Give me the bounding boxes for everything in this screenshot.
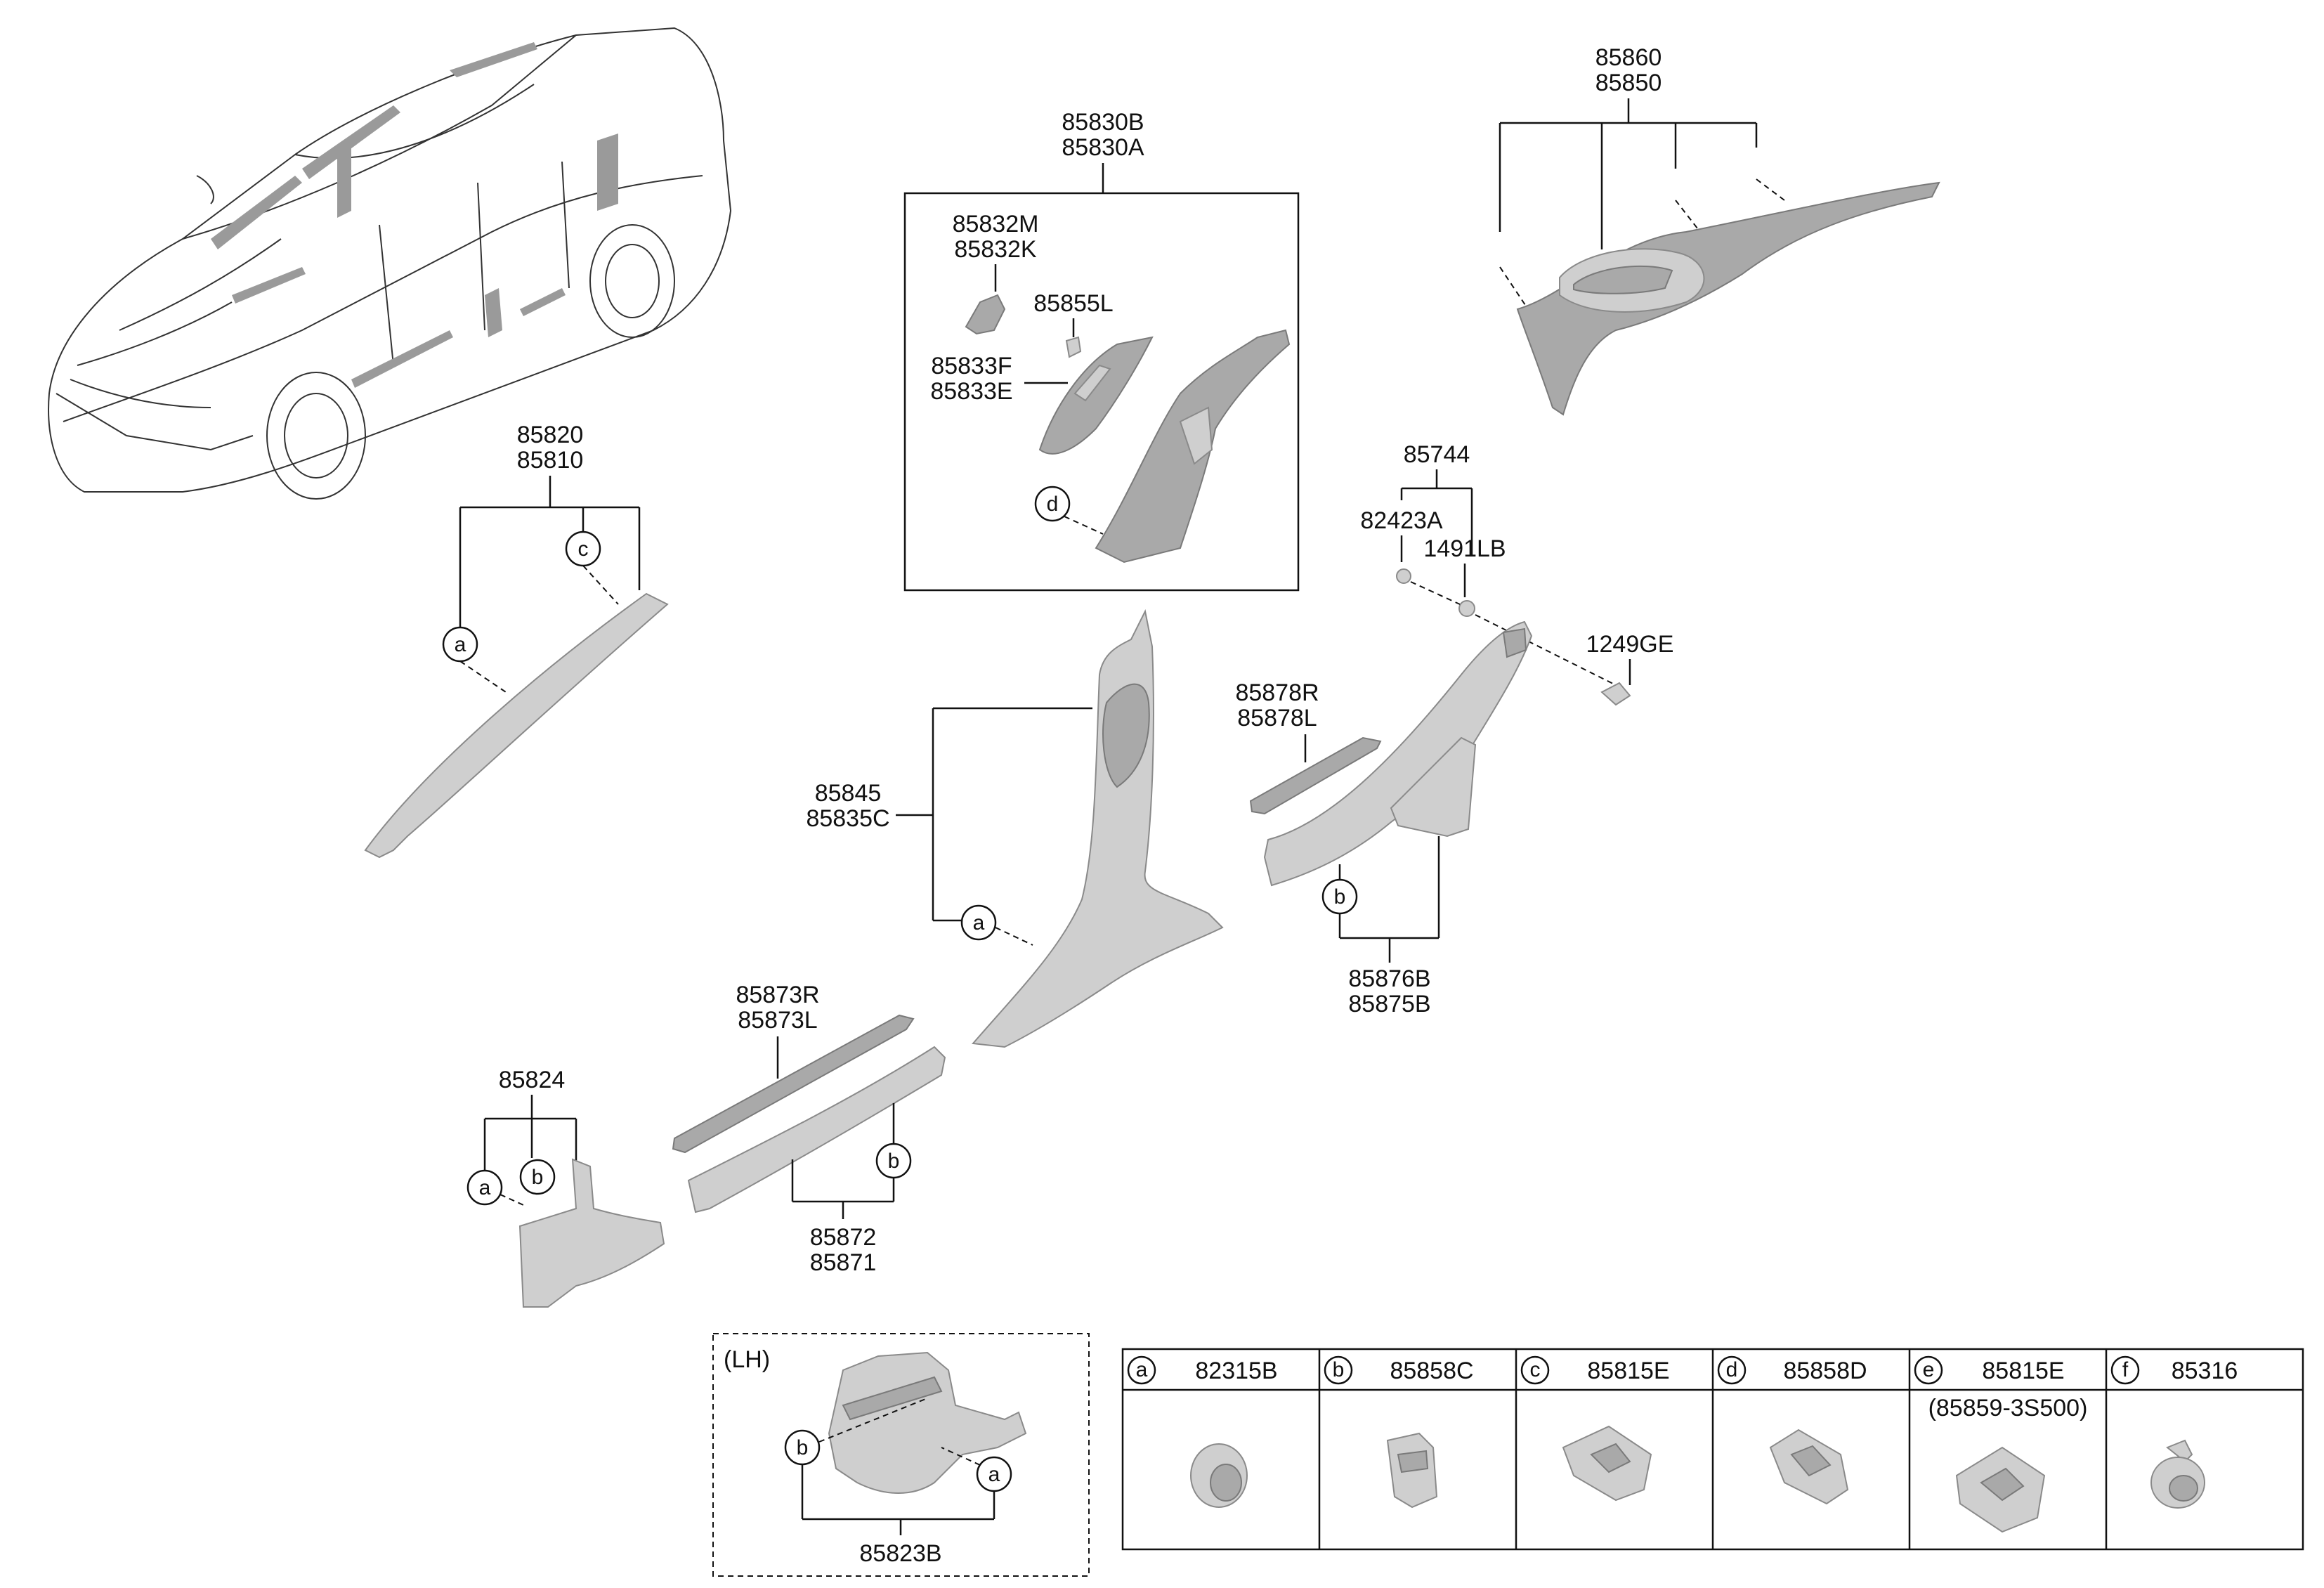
callout-letter-b-85824: b <box>532 1166 544 1189</box>
label-85830B: 85830B <box>1062 109 1144 136</box>
legend-part-a: 82315B <box>1195 1358 1277 1384</box>
legend-cell-a: a 82315B <box>1127 1355 1278 1508</box>
callout-letter-c: c <box>578 538 589 561</box>
label-85878R: 85878R <box>1235 679 1319 706</box>
part-85832-trim-cover <box>965 294 1006 335</box>
label-85876B: 85876B <box>1348 965 1430 992</box>
callout-letter-a-85824: a <box>479 1176 491 1199</box>
part-85855L-clip <box>1065 336 1082 358</box>
group-85820-85810: 85820 85810 a c <box>364 422 669 859</box>
legend-cell-f: f 85316 <box>2110 1355 2238 1509</box>
callout-circle-a-85824 <box>466 1169 503 1206</box>
legend-circle-a <box>1127 1355 1156 1385</box>
callout-circle-b-85824 <box>519 1159 556 1195</box>
label-85878L: 85878L <box>1237 705 1317 731</box>
group-85873-85872: 85873R 85873L b 85872 85871 <box>672 982 946 1276</box>
part-85845-b-pillar-lower-trim <box>971 608 1224 1048</box>
group-85824: 85824 a b <box>466 1067 665 1308</box>
label-85873L: 85873L <box>738 1007 817 1034</box>
label-85810: 85810 <box>517 447 584 474</box>
part-85876-rear-scuff-trim <box>1263 620 1533 887</box>
label-85855L: 85855L <box>1033 290 1113 317</box>
part-85820-a-pillar-trim <box>364 592 669 859</box>
label-1249GE: 1249GE <box>1586 631 1674 658</box>
group-85878-85876: 85878R 85878L b 85876B 85875B <box>1235 620 1533 1017</box>
legend-letter-d: d <box>1726 1358 1738 1381</box>
callout-letter-a-85823B: a <box>988 1463 1000 1486</box>
legend-letter-e: e <box>1923 1358 1935 1381</box>
callout-letter-b-85823B: b <box>797 1436 809 1459</box>
label-85830A: 85830A <box>1062 134 1144 161</box>
callout-circle-a-85845 <box>960 904 997 941</box>
legend-letter-a: a <box>1136 1358 1148 1381</box>
group-85823B-lh: (LH) b a 85823B <box>712 1333 1090 1577</box>
part-85878-scuff-insert <box>1249 736 1382 815</box>
legend-part-e: 85815E <box>1982 1358 2064 1384</box>
label-85820: 85820 <box>517 422 584 448</box>
label-85871: 85871 <box>810 1249 877 1276</box>
group-85845-85835C: 85845 85835C a <box>806 608 1224 1048</box>
group-85744-fasteners: 85744 82423A 1491LB 1249GE <box>1360 441 1674 706</box>
label-85832K: 85832K <box>954 236 1037 263</box>
legend-part-f: 85316 <box>2172 1358 2238 1384</box>
callout-letter-d: d <box>1047 493 1059 516</box>
label-85875B: 85875B <box>1348 991 1430 1017</box>
callout-letter-b-85872: b <box>888 1150 900 1173</box>
label-85873R: 85873R <box>736 982 819 1008</box>
callout-letter-b-85876: b <box>1334 885 1346 909</box>
legend-part-d: 85858D <box>1783 1358 1867 1384</box>
label-1491LB: 1491LB <box>1423 535 1506 562</box>
legend-cell-c: c 85815E <box>1520 1355 1670 1502</box>
legend-circle-c <box>1520 1355 1550 1385</box>
group-85860-85850: 85860 85850 <box>1499 44 1940 416</box>
legend-circle-e <box>1914 1355 1943 1385</box>
part-85833-grip-trim <box>1038 336 1154 455</box>
legend-circle-b <box>1324 1355 1353 1385</box>
label-85744: 85744 <box>1404 441 1470 468</box>
callout-circle-b-85876 <box>1321 878 1358 915</box>
part-85872-front-scuff-trim <box>687 1046 946 1213</box>
legend-cell-e: e 85815E (85859-3S500) <box>1914 1355 2088 1533</box>
label-lh: (LH) <box>724 1346 770 1373</box>
callout-letter-a-85845: a <box>973 911 985 935</box>
legend-circle-d <box>1717 1355 1747 1385</box>
fastener-legend-table: a 82315B b 85858C c 85815E d 85858D <box>1121 1348 2304 1551</box>
label-85833F: 85833F <box>931 353 1012 379</box>
label-85833E: 85833E <box>930 378 1012 405</box>
part-85823B-lh-trim <box>828 1351 1027 1494</box>
label-85824: 85824 <box>499 1067 566 1093</box>
part-1491LB-screw <box>1458 600 1475 617</box>
legend-cell-b: b 85858C <box>1324 1355 1474 1509</box>
part-82423A-grommet <box>1396 568 1411 584</box>
legend-cell-d: d 85858D <box>1717 1355 1867 1505</box>
label-85823B: 85823B <box>859 1540 941 1567</box>
legend-letter-f: f <box>2122 1358 2129 1381</box>
part-85873-scuff-insert <box>672 1014 915 1154</box>
legend-circle-f <box>2110 1355 2140 1385</box>
legend-part-c: 85815E <box>1587 1358 1669 1384</box>
callout-letter-a-85820: a <box>455 633 466 656</box>
label-85845: 85845 <box>815 780 882 807</box>
callout-circle-b-85872 <box>875 1143 912 1179</box>
part-85824-cowl-side-trim <box>518 1158 665 1308</box>
label-85860: 85860 <box>1595 44 1662 71</box>
legend-part-b: 85858C <box>1390 1358 1473 1384</box>
part-1249GE-screw <box>1600 682 1631 706</box>
label-85850: 85850 <box>1595 70 1662 96</box>
label-85832M: 85832M <box>953 211 1039 237</box>
legend-letter-b: b <box>1333 1358 1345 1381</box>
legend-note-e: (85859-3S500) <box>1928 1395 2088 1421</box>
vehicle-overview-illustration <box>48 27 732 500</box>
callout-circle-d <box>1034 486 1071 522</box>
group-85830B-85830A: 85830B 85830A 85832M 85832K 85855L 85833… <box>903 109 1300 592</box>
label-82423A: 82423A <box>1360 507 1443 534</box>
label-85872: 85872 <box>810 1224 877 1251</box>
legend-letter-c: c <box>1530 1358 1541 1381</box>
label-85835C: 85835C <box>806 805 889 832</box>
